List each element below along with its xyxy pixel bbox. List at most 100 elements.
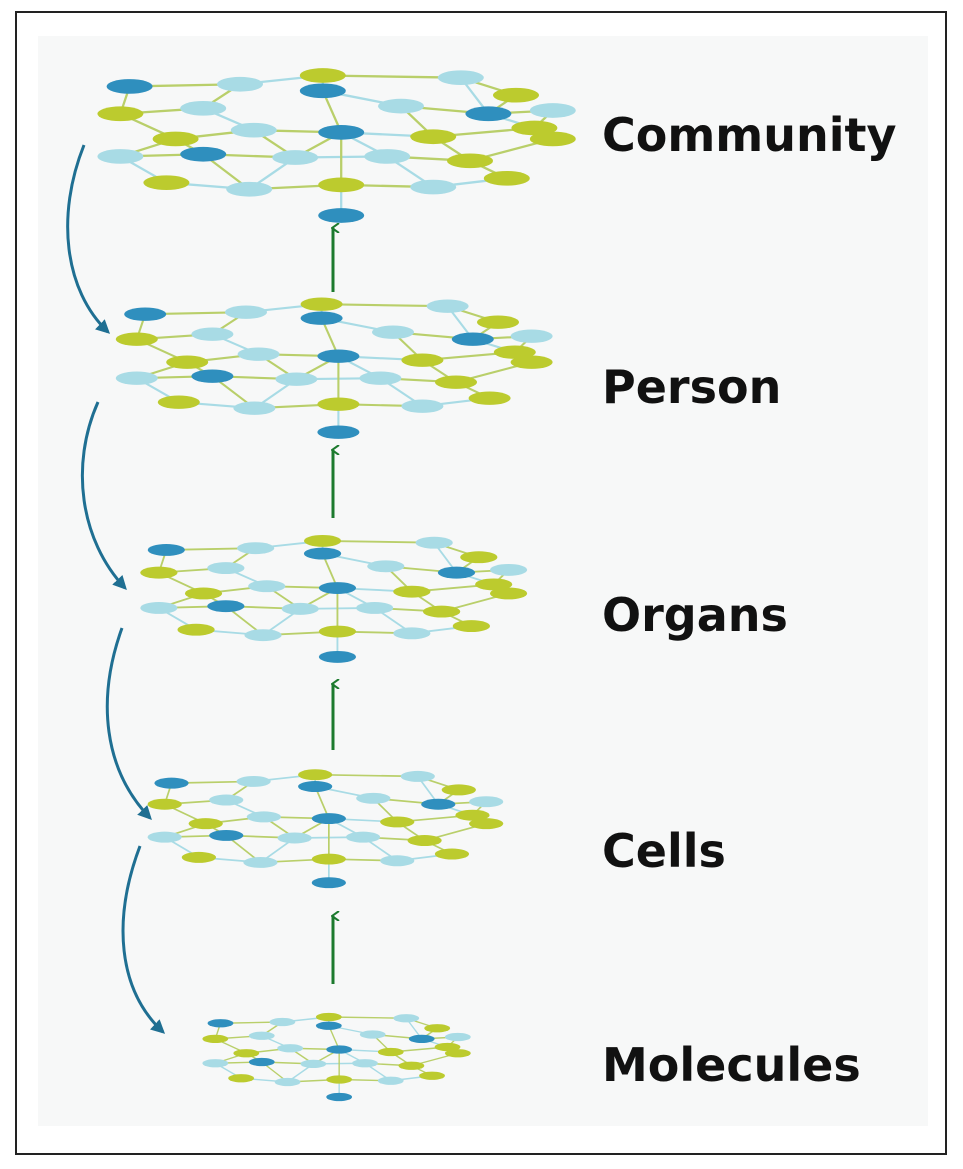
network-node — [477, 315, 519, 329]
network-node — [225, 305, 267, 319]
network-node — [377, 1047, 404, 1057]
network-node — [299, 83, 346, 99]
network-community — [97, 68, 576, 223]
network-node — [209, 829, 244, 841]
network-node — [317, 349, 360, 363]
network-node — [124, 307, 167, 321]
network-node — [318, 177, 365, 193]
curved-down-arrow — [80, 401, 127, 591]
network-node — [359, 1030, 386, 1039]
network-node — [207, 562, 245, 575]
network-node — [359, 371, 402, 385]
network-node — [277, 1044, 304, 1053]
network-node — [410, 129, 457, 145]
curved-down-arrow — [105, 627, 152, 821]
network-node — [398, 1061, 425, 1070]
network-node — [352, 1059, 378, 1068]
network-node — [303, 547, 342, 560]
network-node — [248, 580, 286, 593]
network-node — [300, 1059, 327, 1069]
network-node — [188, 818, 223, 830]
network-node — [493, 345, 536, 359]
network-node — [444, 1049, 471, 1058]
network-node — [460, 551, 498, 564]
network-organs — [140, 534, 528, 663]
network-node — [318, 125, 365, 140]
network-person — [115, 297, 553, 439]
network-node — [184, 587, 223, 600]
label-person: Person — [602, 360, 782, 414]
network-node — [434, 1042, 461, 1052]
network-node — [455, 809, 490, 821]
network-node — [217, 76, 263, 92]
network-node — [166, 355, 209, 369]
network-node — [243, 856, 278, 868]
network-node — [444, 1032, 471, 1042]
network-node — [140, 566, 178, 579]
network-node — [248, 1057, 275, 1067]
network-node — [345, 831, 381, 843]
curved-down-arrow — [121, 845, 166, 1034]
network-node — [246, 811, 281, 823]
network-node — [510, 329, 553, 343]
network-node — [434, 848, 470, 860]
network-node — [157, 395, 200, 409]
network-node — [423, 605, 461, 618]
network-node — [401, 399, 444, 413]
network-node — [143, 175, 190, 191]
network-node — [202, 1034, 229, 1044]
network-node — [511, 120, 558, 136]
network-node — [441, 784, 476, 796]
label-cells: Cells — [602, 824, 726, 878]
network-node — [410, 179, 457, 195]
network-node — [106, 79, 153, 94]
network-node — [489, 563, 528, 576]
network-node — [311, 853, 346, 865]
network-node — [529, 103, 576, 118]
network-node — [315, 1021, 342, 1030]
network-node — [236, 775, 271, 787]
network-node — [311, 813, 346, 825]
network-node — [367, 560, 405, 573]
network-node — [317, 425, 360, 439]
network-node — [228, 1074, 255, 1083]
network-node — [147, 544, 185, 556]
network-node — [372, 325, 414, 339]
network-node — [277, 832, 312, 844]
network-node — [415, 536, 453, 549]
network-node — [300, 311, 343, 325]
network-node — [475, 578, 513, 591]
network-node — [424, 1024, 451, 1033]
network-node — [510, 355, 553, 369]
network-node — [191, 369, 234, 383]
network-node — [237, 347, 280, 361]
network-node — [529, 131, 576, 147]
network-node — [318, 625, 357, 638]
network-edge — [321, 303, 448, 308]
network-node — [281, 602, 319, 615]
label-organs: Organs — [602, 588, 788, 642]
network-node — [377, 1076, 404, 1085]
network-node — [426, 299, 469, 313]
network-node — [326, 1075, 353, 1084]
network-node — [298, 781, 333, 792]
network-node — [269, 1017, 296, 1027]
network-molecules — [202, 1012, 471, 1102]
network-node — [483, 170, 530, 186]
network-node — [311, 877, 346, 889]
network-node — [493, 87, 539, 103]
network-node — [393, 1014, 420, 1023]
network-node — [177, 623, 215, 636]
network-node — [393, 627, 431, 640]
network-node — [468, 391, 511, 405]
network-node — [315, 1012, 342, 1022]
network-node — [97, 149, 144, 164]
network-node — [207, 600, 245, 613]
network-node — [226, 181, 273, 197]
curved-down-arrow — [66, 144, 111, 334]
network-node — [400, 770, 435, 782]
network-node — [147, 831, 182, 843]
network-node — [408, 1034, 435, 1044]
network-node — [275, 372, 318, 386]
